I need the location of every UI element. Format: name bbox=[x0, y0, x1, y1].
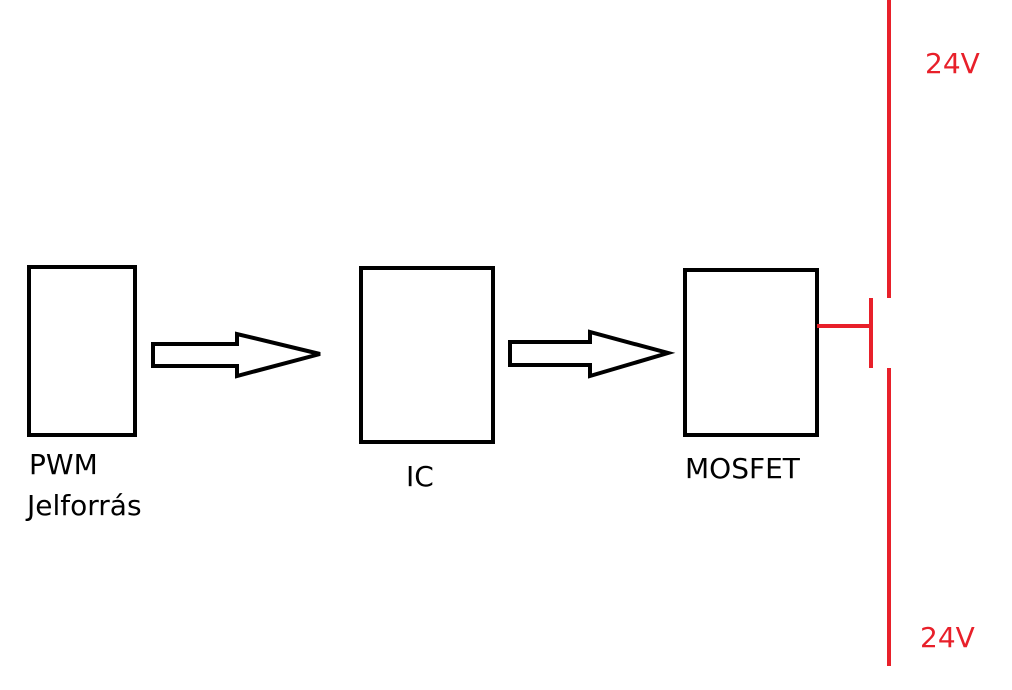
mosfet-label: MOSFET bbox=[685, 452, 801, 485]
mosfet-block bbox=[683, 268, 819, 437]
voltage-label-top: 24V bbox=[925, 47, 980, 80]
ic-block bbox=[359, 266, 495, 444]
pwm-source-block bbox=[27, 265, 137, 437]
pwm-label-line1: PWM bbox=[29, 448, 98, 481]
ic-label: IC bbox=[406, 460, 434, 493]
arrow-pwm-to-ic bbox=[151, 331, 321, 379]
pwm-label-line2: Jelforrás bbox=[25, 489, 142, 522]
voltage-label-bottom: 24V bbox=[920, 621, 975, 654]
arrow-ic-to-mosfet bbox=[508, 329, 676, 379]
